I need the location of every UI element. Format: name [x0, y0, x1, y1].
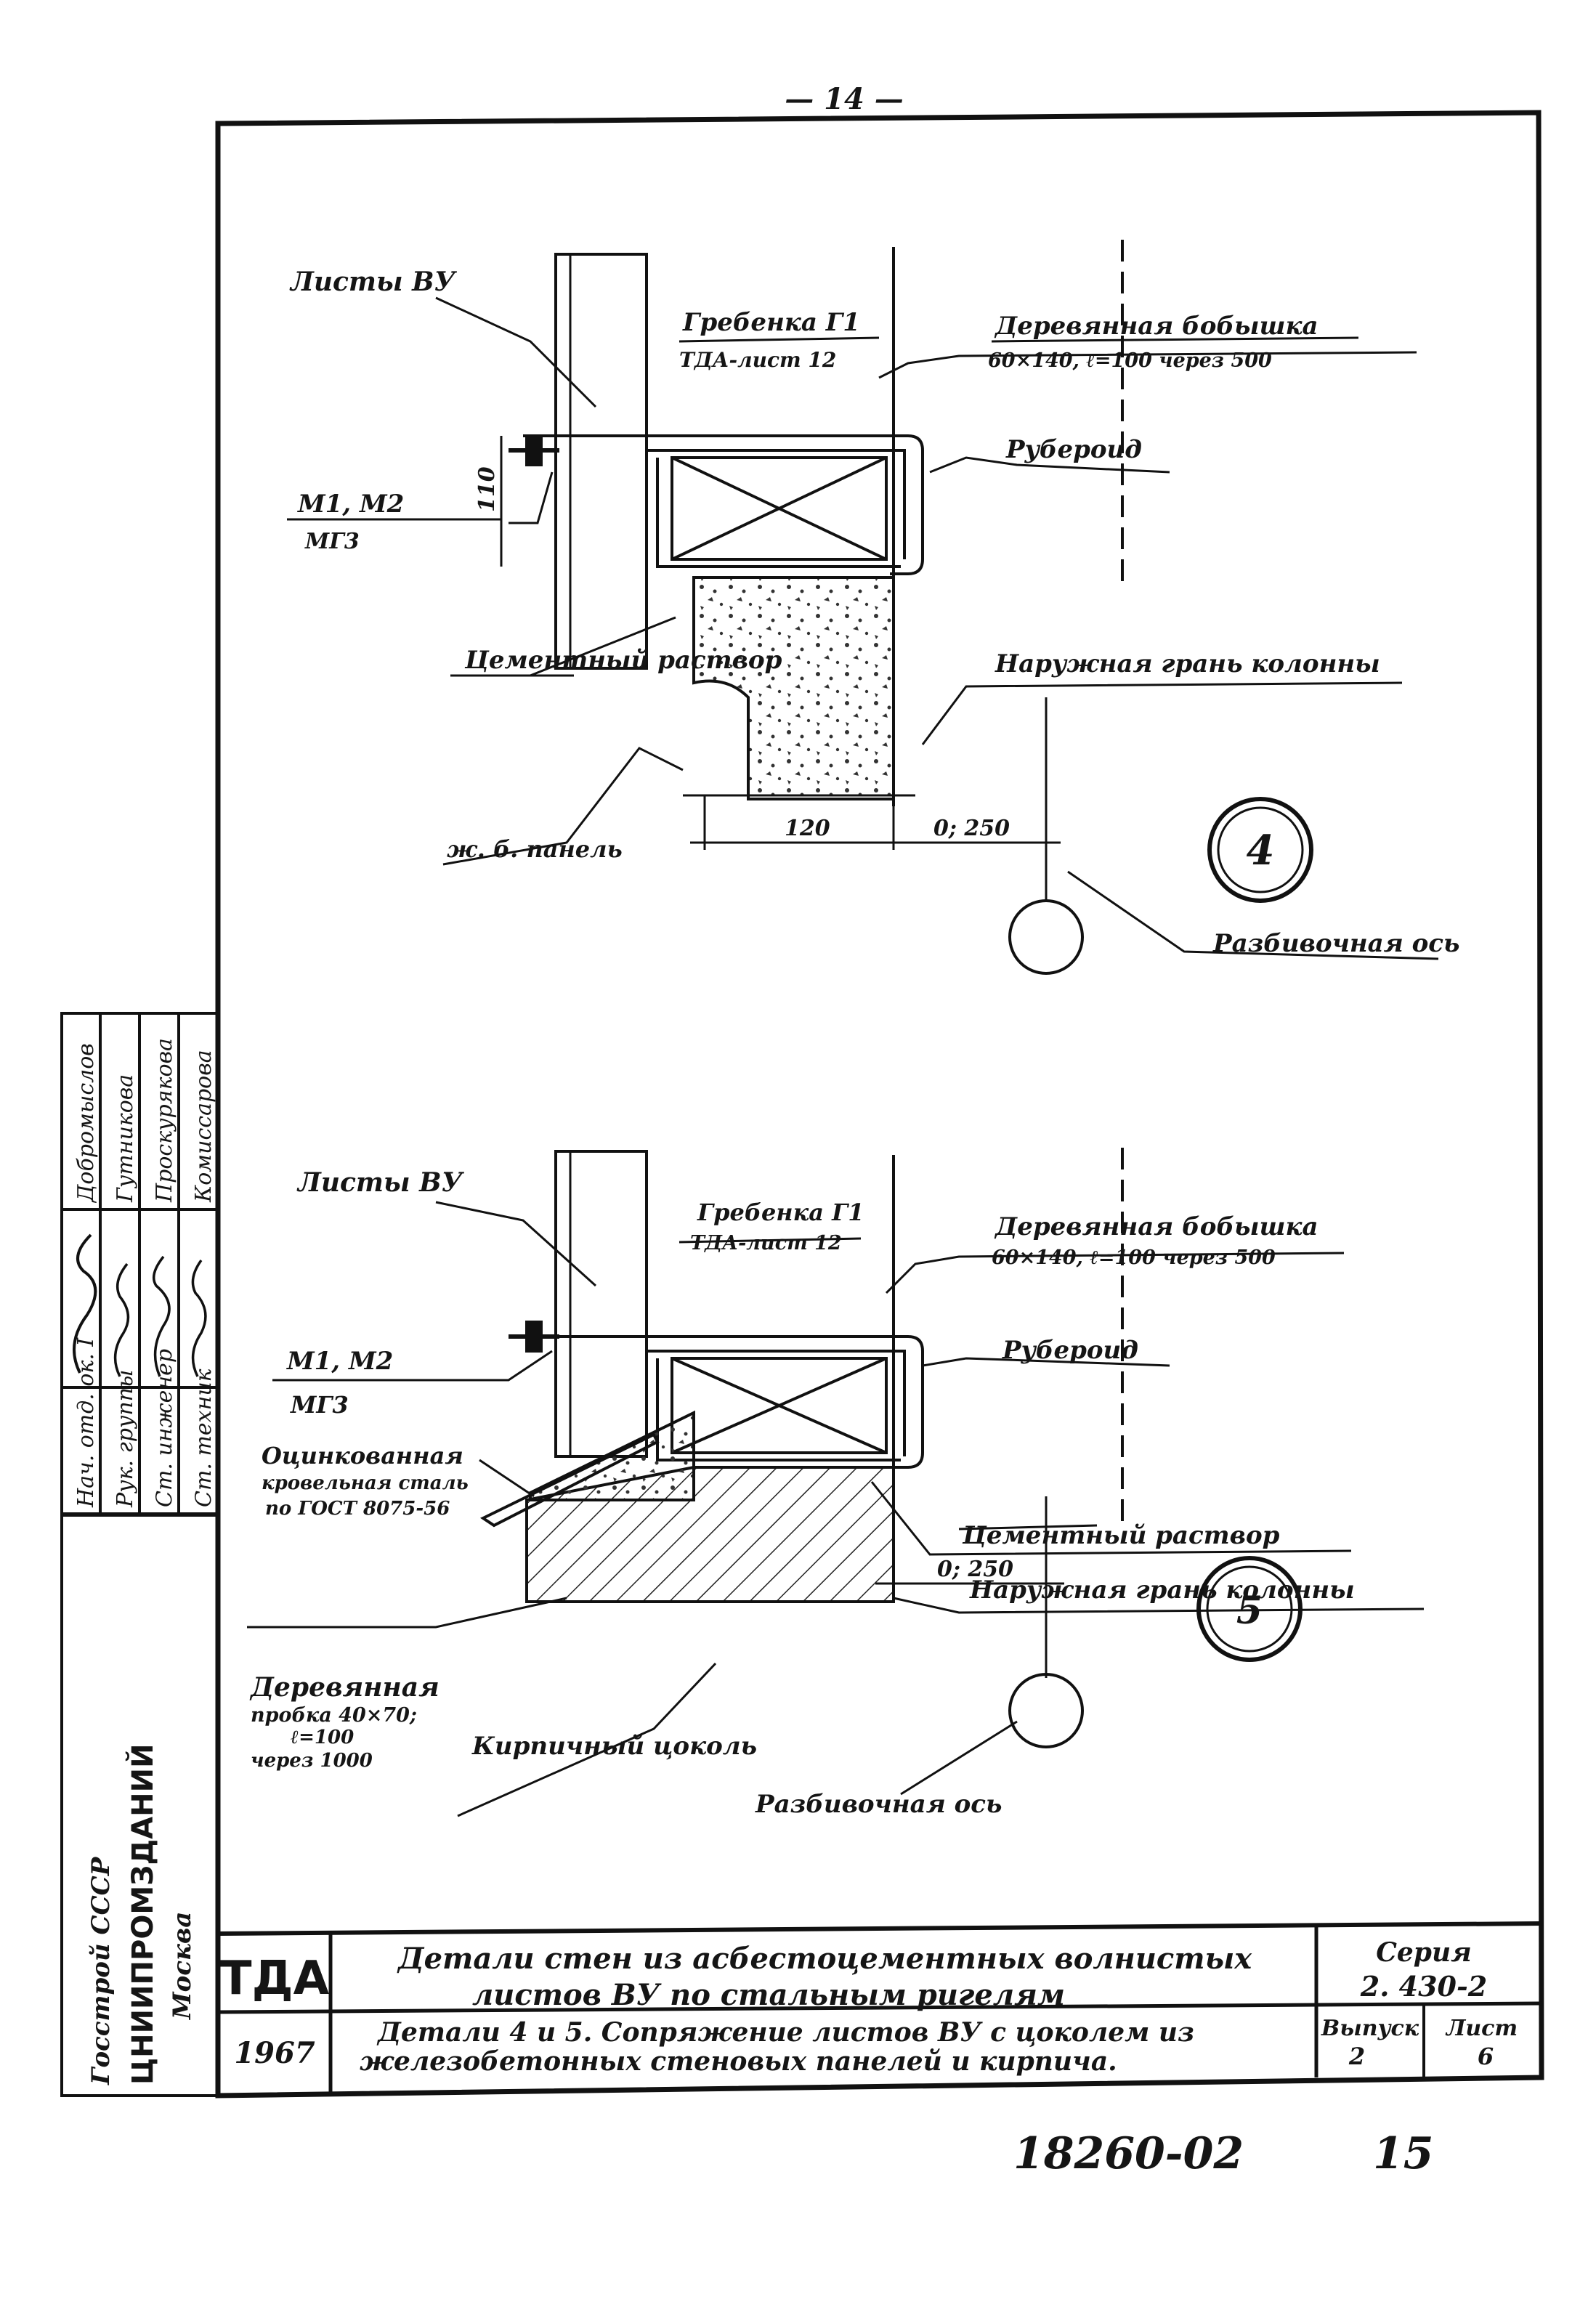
side-stamp: Нач. отд. ок. I Рук. группы Ст. инженер …: [73, 1038, 216, 2085]
subtitle-line-2: железобетонных стеновых панелей и кирпич…: [360, 2046, 1117, 2077]
label-comb-ref: ТДА-лист 12: [679, 348, 836, 372]
stamp-org-3: Москва: [168, 1912, 197, 2020]
title-line-1: Детали стен из асбестоцементных волнисты…: [397, 1942, 1252, 1976]
title-code: ТДА: [220, 1952, 330, 2006]
detail-5-drawing: [247, 1148, 1425, 1817]
label-comb-ref: ТДА-лист 12: [690, 1232, 842, 1254]
label-mg3: МГ3: [290, 1391, 349, 1419]
subtitle-line-1: Детали 4 и 5. Сопряжение листов ВУ с цок…: [376, 2017, 1194, 2048]
page-number: — 14 —: [785, 82, 904, 116]
label-galvanized-1: Оцинкованная: [262, 1442, 463, 1469]
dimension-110: 110: [474, 466, 500, 512]
label-wood-plug-3: ℓ=100: [291, 1727, 354, 1748]
label-comb: Гребенка Г1: [682, 308, 860, 337]
label-layout-axis: Разбивочная ось: [1212, 929, 1459, 958]
detail-5-labels: Листы ВУ Гребенка Г1 ТДА-лист 12 Деревян…: [249, 1167, 1355, 1819]
label-galvanized-3: по ГОСТ 8075-56: [265, 1498, 450, 1520]
stamp-name-2: Гутникова: [113, 1074, 138, 1203]
title-year: 1967: [234, 2036, 315, 2070]
signature-4: [191, 1259, 207, 1377]
label-comb: Гребенка Г1: [697, 1199, 864, 1226]
series-value: 2. 430-2: [1360, 1970, 1487, 2003]
stamp-role-3: Ст. инженер: [152, 1349, 177, 1507]
label-wood-plug-1: Деревянная: [249, 1672, 439, 1703]
title-line-2: листов ВУ по стальным ригелям: [472, 1978, 1065, 2012]
dimension-0-250: 0; 250: [933, 816, 1010, 841]
label-cement-mortar: Цементный раствор: [464, 646, 782, 675]
detail-4-drawing: [287, 240, 1439, 975]
series-label: Серия: [1376, 1937, 1472, 1968]
label-galvanized-2: кровельная сталь: [262, 1472, 469, 1494]
label-mg3: МГ3: [304, 529, 360, 554]
signature-3: [152, 1255, 171, 1377]
dimension-120: 120: [785, 816, 830, 841]
label-ruberoid: Рубероид: [1002, 1336, 1138, 1365]
label-m1m2: М1, М2: [286, 1347, 393, 1376]
label-outer-face: Наружная грань колонны: [995, 649, 1380, 678]
label-wood-plug-4: через 1000: [251, 1750, 373, 1772]
label-sheets-vu: Листы ВУ: [289, 267, 458, 297]
detail-4-number: 4: [1247, 827, 1275, 875]
signature-2: [113, 1262, 130, 1377]
signature-1: [73, 1233, 97, 1374]
label-wood-boss: Деревянная бобышка: [994, 1212, 1318, 1241]
label-wood-boss-dims: 60×140, ℓ=100 через 500: [992, 1246, 1276, 1269]
issue-label: Выпуск: [1321, 2016, 1419, 2041]
label-brick-plinth: Кирпичный цоколь: [471, 1732, 757, 1761]
bottom-note-2: 15: [1373, 2128, 1434, 2179]
stamp-org-1: Госстрой СССР: [86, 1856, 116, 2085]
side-stamp-frame: [60, 1012, 219, 2097]
dimension-0-250: 0; 250: [937, 1557, 1013, 1582]
label-layout-axis: Разбивочная ось: [755, 1790, 1002, 1819]
stamp-role-2: Рук. группы: [113, 1370, 138, 1508]
detail-5-number: 5: [1236, 1589, 1263, 1633]
label-wood-boss: Деревянная бобышка: [994, 312, 1318, 341]
stamp-org-2: ЦНИИПРОМЗДАНИЙ: [125, 1743, 160, 2085]
label-rc-panel: ж. б. панель: [447, 835, 623, 863]
detail-4-labels: Листы ВУ Гребенка Г1 ТДА-лист 12 Деревян…: [289, 267, 1459, 958]
sheet-label: Лист: [1445, 2016, 1518, 2041]
sheet-value: 6: [1478, 2043, 1494, 2070]
issue-value: 2: [1348, 2043, 1365, 2070]
label-outer-face: Наружная грань колонны: [969, 1576, 1355, 1605]
stamp-name-4: Комиссарова: [191, 1050, 216, 1203]
label-cement-mortar: Цементный раствор: [962, 1521, 1280, 1550]
stamp-name-3: Проскурякова: [152, 1038, 177, 1203]
label-ruberoid: Рубероид: [1005, 435, 1142, 464]
bottom-note: 18260-02: [1013, 2128, 1244, 2179]
stamp-name-1: Добромыслов: [73, 1043, 99, 1204]
stamp-role-4: Ст. техник: [191, 1369, 216, 1507]
label-sheets-vu: Листы ВУ: [296, 1167, 465, 1198]
label-m1m2: М1, М2: [297, 490, 404, 519]
label-wood-plug-2: пробка 40×70;: [251, 1704, 417, 1727]
label-wood-boss-dims: 60×140, ℓ=100 через 500: [988, 349, 1272, 372]
title-block: ТДА 1967 Детали стен из асбестоцементных…: [220, 1937, 1518, 2077]
